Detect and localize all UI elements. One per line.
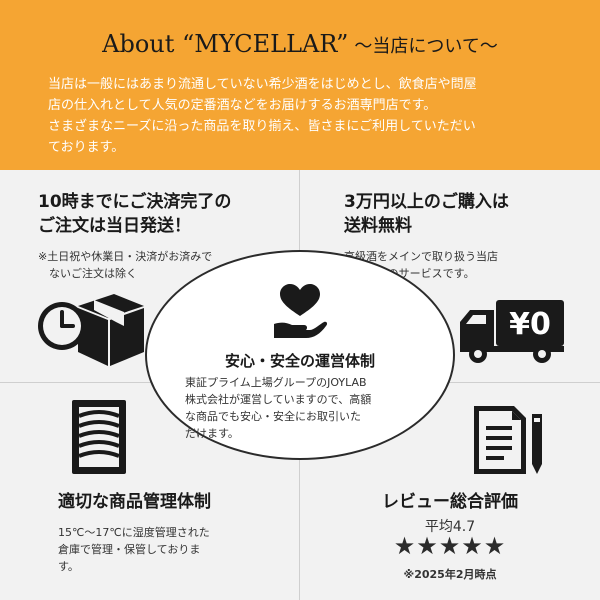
intro-line: 店の仕入れとして人気の定番酒などをお届けするお酒専門店です。 bbox=[48, 98, 437, 113]
title-sub: 〜当店について〜 bbox=[354, 36, 498, 57]
page-title: About “MYCELLAR”〜当店について〜 bbox=[0, 30, 600, 58]
intro-line: さまざまなニーズに沿った商品を取り揃え、皆さまにご利用していただい bbox=[48, 119, 476, 134]
shipping-note: ※土日祝や休業日・決済がお済みで ないご注文は除く bbox=[38, 250, 213, 280]
review-stars: ★★★★★ bbox=[300, 532, 600, 560]
clock-box-icon bbox=[38, 294, 144, 366]
safety-title: 安心・安全の運営体制 bbox=[224, 352, 375, 370]
title-main: About “MYCELLAR” bbox=[102, 30, 349, 58]
wine-cellar-icon bbox=[72, 400, 126, 474]
document-pen-icon bbox=[474, 406, 542, 474]
truck-price-label: ¥0 bbox=[509, 307, 551, 342]
header-banner: About “MYCELLAR”〜当店について〜 当店は一般にはあまり流通してい… bbox=[0, 0, 600, 170]
intro-text: 当店は一般にはあまり流通していない希少酒をはじめとし、飲食店や問屋 店の仕入れと… bbox=[48, 74, 568, 158]
review-average: 平均4.7 bbox=[424, 519, 476, 535]
shipping-title: 10時までにご決済完了の ご注文は当日発送！ bbox=[38, 192, 232, 236]
management-note: 15℃〜17℃に湿度管理された 倉庫で管理・保管しておりま す。 bbox=[58, 526, 210, 573]
star-icons: ★★★★★ bbox=[393, 532, 507, 560]
intro-line: ております。 bbox=[48, 140, 125, 155]
heart-hand-icon bbox=[274, 284, 328, 338]
truck-icon: ¥0 bbox=[460, 300, 564, 363]
review-as-of: ※2025年2月時点 bbox=[403, 568, 497, 581]
safety-ellipse bbox=[145, 250, 455, 460]
free-shipping-title: 3万円以上のご購入は 送料無料 bbox=[344, 192, 509, 236]
intro-line: 当店は一般にはあまり流通していない希少酒をはじめとし、飲食店や問屋 bbox=[48, 77, 477, 92]
review-title: レビュー総合評価 bbox=[382, 492, 518, 512]
management-title: 適切な商品管理体制 bbox=[58, 492, 211, 512]
safety-desc: 東証プライム上場グループのJOYLAB 株式会社が運営していますので、高額 な商… bbox=[185, 376, 372, 440]
